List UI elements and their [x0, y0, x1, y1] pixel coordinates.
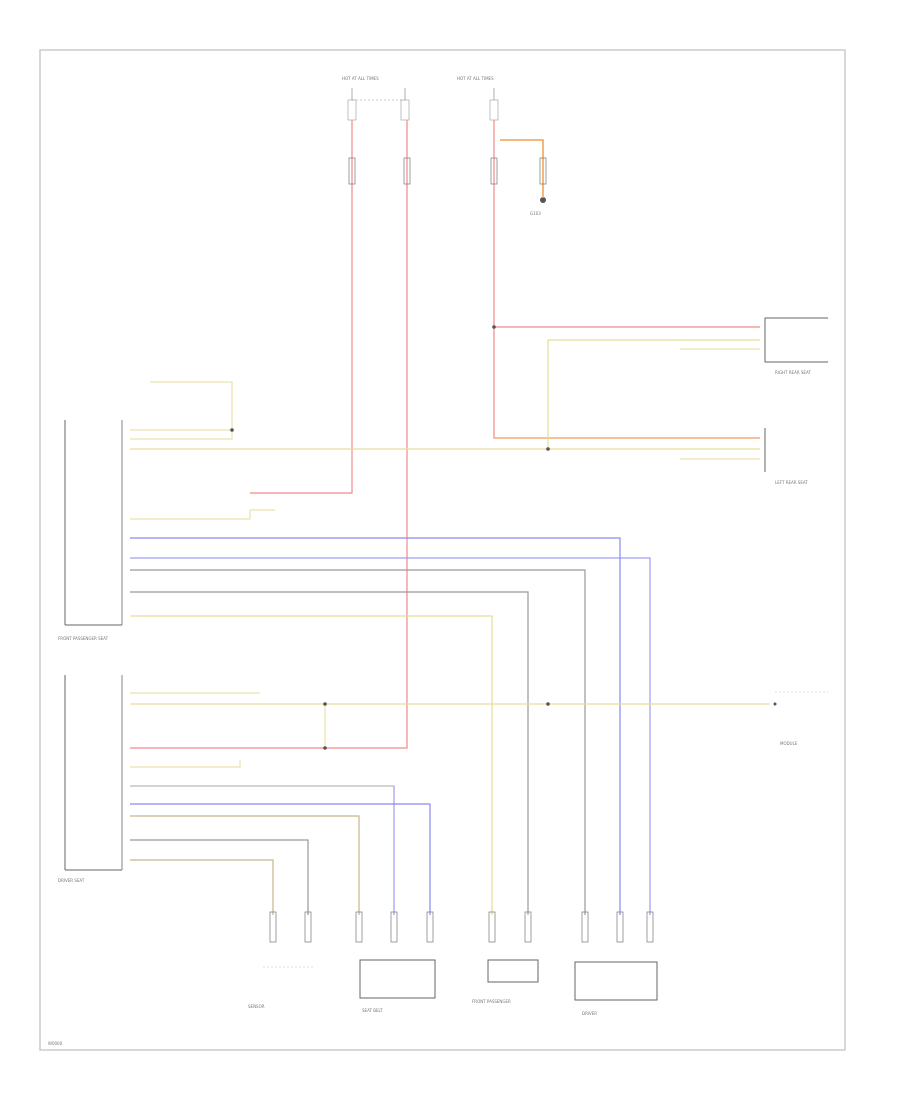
module-bottom-1-label: SENSOR [248, 1004, 265, 1009]
module-left-upper-label: FRONT PASSENGER SEAT [58, 636, 109, 641]
module-bottom-4-label: DRIVER [582, 1011, 597, 1016]
ground-label: G103 [530, 211, 541, 216]
module-upper-right: RIGHT REAR SEAT [764, 317, 828, 375]
wire-gray-lower-a [130, 785, 395, 915]
module-bottom-2: SEAT BELT [359, 959, 436, 1013]
wire-red-b [325, 120, 408, 749]
top-fuse-left-label: HOT AT ALL TIMES [342, 76, 379, 81]
wire-yellow-t [130, 509, 275, 520]
wire-yellow-lower-d [130, 760, 241, 768]
top-fuse-right: HOT AT ALL TIMES [457, 76, 499, 121]
top-fuse-right-label: HOT AT ALL TIMES [457, 76, 494, 81]
wire-yellow-up [547, 339, 760, 449]
module-right-lower-label: MODULE [780, 741, 798, 746]
module-bottom-2-label: SEAT BELT [362, 1008, 383, 1013]
connector-stubs [269, 157, 654, 943]
module-bottom-1: SENSOR [248, 966, 313, 1009]
module-right-mid: LEFT REAR SEAT [764, 428, 808, 485]
top-fuse-left: HOT AT ALL TIMES [342, 76, 410, 121]
wire-yellow-loop [130, 381, 233, 440]
module-left-lower: DRIVER SEAT [58, 675, 123, 883]
module-left-lower-label: DRIVER SEAT [58, 878, 85, 883]
outer-frame [39, 49, 846, 1051]
module-right-lower: MODULE [773, 691, 828, 746]
wire-gray-b [130, 591, 529, 915]
splice-dots [230, 325, 550, 750]
wire-gray-a [130, 569, 586, 915]
wire-gray-lower-b [130, 839, 309, 915]
wire-blue-a [130, 537, 621, 915]
footer-page-id: W0000 [48, 1041, 63, 1046]
ground-symbol: G103 [530, 197, 546, 216]
wire-tan-lower-b [130, 859, 274, 915]
module-right-mid-label: LEFT REAR SEAT [775, 480, 808, 485]
module-bottom-4: DRIVER [574, 961, 658, 1016]
module-upper-right-label: RIGHT REAR SEAT [775, 370, 811, 375]
wire-tan-lower-a [130, 815, 360, 915]
wire-tan-a [130, 615, 493, 915]
wire-blue-b [130, 557, 651, 915]
wire-red-a [250, 120, 353, 494]
module-left-upper: FRONT PASSENGER SEAT [58, 420, 123, 641]
wire-red-c [493, 120, 760, 328]
module-bottom-3-label: FRONT PASSENGER [472, 999, 511, 1004]
wire-red-d [493, 327, 760, 439]
module-bottom-3: FRONT PASSENGER [472, 959, 539, 1004]
wire-orange [500, 139, 544, 198]
wire-blue-lower-a [130, 803, 431, 915]
